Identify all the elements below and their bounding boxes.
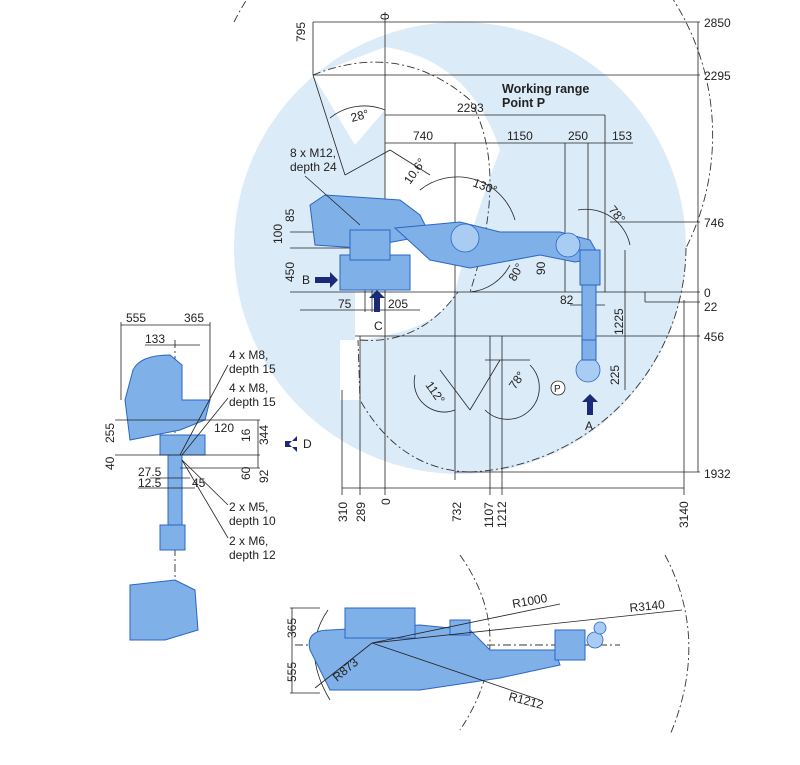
callout-m12: 8 x M12, (290, 146, 336, 160)
callout-m5-depth: depth 10 (229, 514, 276, 528)
robot-front-view: 555 365 133 120 255 40 16 344 60 92 27.5… (103, 311, 312, 641)
arrow-c-icon (369, 290, 385, 312)
dim-22: 22 (704, 300, 718, 314)
view-label-c: C (374, 319, 383, 333)
callout-m8-a-depth: depth 15 (229, 362, 276, 376)
dim-225: 225 (608, 365, 622, 385)
dim-3140: 3140 (677, 501, 691, 528)
dim-450: 450 (283, 262, 297, 282)
dim-1225: 1225 (612, 308, 626, 335)
callout-m12-depth: depth 24 (290, 160, 337, 174)
dim-555: 555 (126, 311, 146, 325)
dim-60: 60 (239, 466, 253, 480)
callout-m6: 2 x M6, (229, 534, 268, 548)
dim-289: 289 (354, 502, 368, 522)
dim-40: 40 (103, 456, 117, 470)
arrow-b-icon (315, 272, 338, 288)
dim-27-5: 27.5 (138, 465, 162, 479)
callout-m8-b: 4 x M8, (229, 381, 268, 395)
robot-side-view (309, 194, 601, 383)
working-range-title: Working range (502, 82, 589, 96)
dim-82: 82 (560, 293, 574, 307)
radius-r1000: R1000 (511, 591, 549, 611)
arrow-a-icon (582, 394, 598, 415)
callout-m5: 2 x M5, (229, 500, 268, 514)
dim-16: 16 (239, 428, 253, 442)
robot-top-view: 365 555 R1000 R3140 R873 R1212 (285, 554, 690, 736)
dim-120: 120 (214, 421, 234, 435)
dim-2293: 2293 (457, 101, 484, 115)
radius-r1212: R1212 (507, 689, 545, 712)
dim-456: 456 (704, 330, 724, 344)
dim-365: 365 (184, 311, 204, 325)
dim-746: 746 (704, 216, 724, 230)
view-label-d: D (303, 437, 312, 451)
point-p-marker (550, 380, 566, 396)
dim-1932: 1932 (704, 467, 731, 481)
dim-795: 795 (294, 22, 308, 42)
dim-100: 100 (271, 224, 285, 244)
dim-0-right: 0 (704, 286, 711, 300)
dim-92: 92 (257, 469, 271, 483)
arrow-d-icon (285, 436, 297, 452)
dim-85: 85 (283, 208, 297, 222)
view-label-p: P (554, 384, 561, 395)
callout-m6-depth: depth 12 (229, 548, 276, 562)
dim-90: 90 (534, 261, 548, 275)
dim-0-bottom: 0 (379, 498, 393, 505)
dim-732: 732 (450, 502, 464, 522)
dim-205: 205 (388, 297, 408, 311)
angle-28: 28° (349, 107, 370, 125)
radius-r3140: R3140 (629, 597, 666, 615)
dim-1212: 1212 (495, 501, 509, 528)
dim-310: 310 (336, 502, 350, 522)
dim-1107: 1107 (482, 502, 496, 528)
dim-153: 153 (612, 129, 632, 143)
dim-133: 133 (145, 332, 165, 346)
view-label-b: B (302, 273, 310, 287)
callout-m8-b-depth: depth 15 (229, 395, 276, 409)
dim-344: 344 (257, 425, 271, 445)
dim-255: 255 (103, 423, 117, 443)
dim-12-5: 12.5 (138, 476, 162, 490)
callout-m8-a: 4 x M8, (229, 348, 268, 362)
dim-250: 250 (568, 129, 588, 143)
dim-top-365: 365 (285, 618, 299, 638)
dim-2295: 2295 (704, 69, 731, 83)
dim-740: 740 (413, 129, 433, 143)
dim-2850: 2850 (704, 16, 731, 30)
view-label-a: A (585, 419, 593, 433)
working-range-subtitle: Point P (502, 96, 545, 110)
dim-top-555: 555 (285, 662, 299, 682)
dim-75: 75 (338, 297, 352, 311)
dim-1150: 1150 (507, 129, 533, 143)
dim-0-top: 0 (378, 13, 392, 20)
